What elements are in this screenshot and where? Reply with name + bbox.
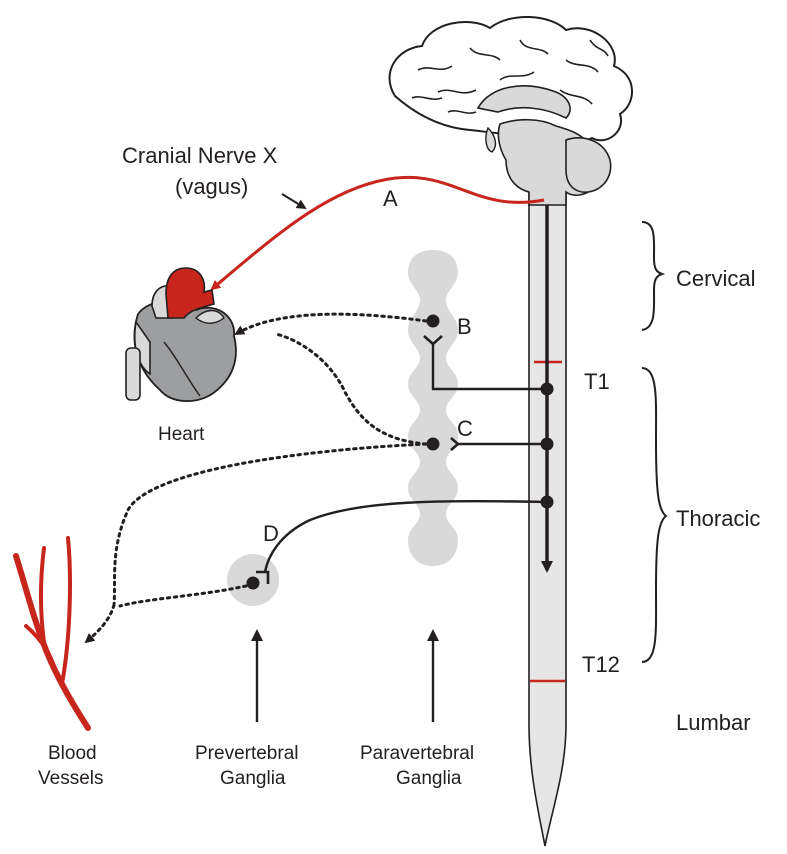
blood-vessels-icon bbox=[16, 538, 88, 728]
preganglionic-fibers bbox=[265, 342, 547, 572]
label-d: D bbox=[263, 521, 279, 546]
label-b: B bbox=[457, 314, 472, 339]
lumbar-label: Lumbar bbox=[676, 710, 751, 735]
cranial-nerve-label: Cranial Nerve X bbox=[122, 143, 278, 168]
thoracic-brace bbox=[642, 368, 666, 662]
vagus-pointer-arrow bbox=[282, 194, 305, 208]
paravertebral-label-line2: Ganglia bbox=[396, 768, 462, 789]
prevertebral-label-line2: Ganglia bbox=[220, 768, 286, 789]
prevertebral-label-line1: Prevertebral bbox=[195, 743, 299, 764]
brain-icon bbox=[390, 17, 633, 205]
paravertebral-label-line1: Paravertebral bbox=[360, 743, 474, 764]
label-c: C bbox=[457, 416, 473, 441]
t12-label: T12 bbox=[582, 652, 620, 677]
paravertebral-ganglion-chain bbox=[408, 250, 458, 566]
vagus-nerve-pathway bbox=[212, 177, 544, 289]
cervical-label: Cervical bbox=[676, 266, 755, 291]
cervical-brace bbox=[642, 222, 662, 330]
heart-icon bbox=[126, 268, 236, 401]
thoracic-label: Thoracic bbox=[676, 506, 760, 531]
vagus-label: (vagus) bbox=[175, 174, 248, 199]
blood-vessels-label-line1: Blood bbox=[48, 743, 97, 764]
heart-label: Heart bbox=[158, 424, 205, 445]
t1-label: T1 bbox=[584, 369, 610, 394]
label-a: A bbox=[383, 186, 398, 211]
blood-vessels-label-line2: Vessels bbox=[38, 768, 103, 789]
